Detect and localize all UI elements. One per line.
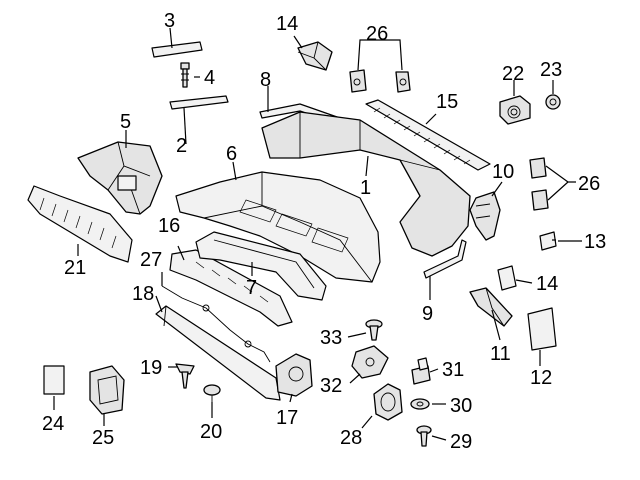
part-12-plate	[527, 307, 557, 351]
part-19-screw	[175, 363, 195, 389]
part-21-bracket	[89, 365, 125, 415]
callout-29: 29	[450, 431, 472, 453]
callout-14-top: 14	[276, 13, 298, 35]
part-24-sensor	[499, 95, 531, 125]
part-30-washer	[410, 398, 430, 410]
callout-30: 30	[450, 395, 472, 417]
callout-33: 33	[320, 327, 342, 349]
callout-18: 18	[132, 283, 154, 305]
callout-32: 32	[320, 375, 342, 397]
callout-3: 3	[164, 10, 175, 32]
callout-13: 13	[584, 231, 606, 253]
part-31-spacer	[411, 357, 431, 385]
callout-15: 15	[436, 91, 458, 113]
callout-9: 9	[422, 303, 433, 325]
part-17-mount	[275, 353, 313, 397]
callout-27: 27	[140, 249, 162, 271]
part-28-sensor-housing	[373, 383, 403, 421]
callout-16: 16	[158, 215, 180, 237]
part-2-trim-strip	[169, 95, 229, 110]
part-27-wiring-harness	[161, 285, 271, 363]
callout-8: 8	[260, 69, 271, 91]
callout-7: 7	[246, 277, 257, 299]
part-10-lamp-bracket	[469, 191, 501, 241]
callout-labels: 3 4 2 8 14 26 15 22 23 5 6 1 10 26 13 14…	[42, 10, 606, 453]
callout-11: 11	[490, 343, 511, 365]
callout-31: 31	[442, 359, 464, 381]
callout-2: 2	[176, 135, 187, 157]
callout-10: 10	[492, 161, 514, 183]
callout-28: 28	[340, 427, 362, 449]
part-25-grommet	[545, 94, 561, 110]
part-9-trim-strip	[423, 239, 467, 279]
callout-4: 4	[204, 67, 215, 89]
callout-26-top: 26	[366, 23, 388, 45]
callout-1: 1	[360, 177, 371, 199]
part-26-clips-right	[529, 157, 549, 211]
callout-19: 19	[140, 357, 162, 379]
part-13-tab-clip	[539, 231, 557, 251]
callout-20: 20	[200, 421, 222, 443]
part-15-step-plate	[365, 99, 491, 171]
part-14-bracket-top	[297, 41, 333, 71]
callout-26-right: 26	[578, 173, 600, 195]
part-6-bumper-absorber	[175, 171, 381, 283]
part-14-cover-lower	[497, 265, 517, 291]
leader-lines	[53, 27, 582, 441]
part-18-reinforcement-beam	[155, 305, 281, 401]
callout-14-right: 14	[536, 273, 558, 295]
callout-24: 22	[502, 63, 524, 85]
callout-5: 5	[120, 111, 131, 133]
callout-17: 17	[276, 407, 298, 429]
part-33-push-pin	[365, 319, 383, 341]
part-1-bumper-cover	[261, 111, 471, 257]
part-16-bracket	[169, 249, 293, 327]
part-4-push-clip	[180, 62, 190, 88]
part-23-absorber-block	[27, 185, 133, 263]
part-22-pad	[43, 365, 65, 395]
part-26-clips-top	[349, 69, 411, 93]
part-20-nut	[203, 384, 221, 402]
part-29-bolt	[416, 425, 432, 447]
callout-23: 21	[64, 257, 86, 279]
part-3-trim-strip	[151, 41, 203, 58]
callout-12: 12	[530, 367, 552, 389]
part-32-bracket	[351, 345, 389, 379]
part-7-frame	[195, 231, 327, 301]
callout-21: 25	[92, 427, 114, 449]
part-5-mounting-bracket	[77, 141, 163, 215]
callout-22: 24	[42, 413, 64, 435]
part-11-bracket	[469, 287, 513, 327]
callout-6: 6	[226, 143, 237, 165]
callout-25: 23	[540, 59, 562, 81]
